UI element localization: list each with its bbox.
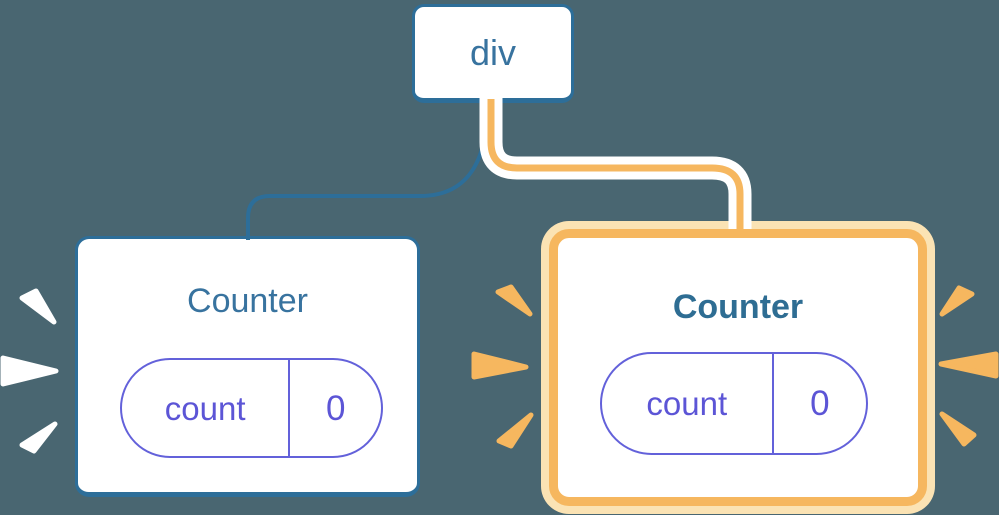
- burst-icon: [471, 351, 529, 380]
- burst-icon: [0, 355, 59, 387]
- burst-icon: [938, 351, 999, 379]
- state-pill: count 0: [120, 358, 383, 458]
- state-value-label: 0: [810, 384, 830, 423]
- state-value-cell: 0: [290, 360, 381, 456]
- counter-card-right: Counter count 0: [549, 229, 927, 506]
- connector-orange-casing: [479, 96, 752, 229]
- burst-icon: [19, 288, 57, 325]
- state-key-label: count: [164, 389, 246, 427]
- state-key-label: count: [646, 385, 728, 422]
- counter-card-right-highlight-ring: Counter count 0: [541, 221, 935, 514]
- burst-icon: [939, 411, 977, 447]
- counter-card-left: Counter count 0: [75, 236, 420, 497]
- connector-blue-line: [246, 99, 490, 240]
- state-key-cell: count: [122, 360, 291, 456]
- state-value-label: 0: [325, 388, 346, 428]
- connector-orange-line: [487, 99, 744, 236]
- counter-title: Counter: [187, 282, 308, 320]
- burst-icon: [495, 284, 533, 317]
- burst-icon: [496, 412, 534, 449]
- state-value-cell: 0: [774, 354, 866, 453]
- root-node-div: div: [412, 4, 574, 103]
- burst-icon: [19, 421, 58, 454]
- state-key-cell: count: [602, 354, 774, 453]
- root-node-label: div: [469, 31, 517, 73]
- state-pill: count 0: [600, 352, 868, 455]
- burst-icon: [939, 285, 975, 317]
- counter-title: Counter: [672, 288, 804, 326]
